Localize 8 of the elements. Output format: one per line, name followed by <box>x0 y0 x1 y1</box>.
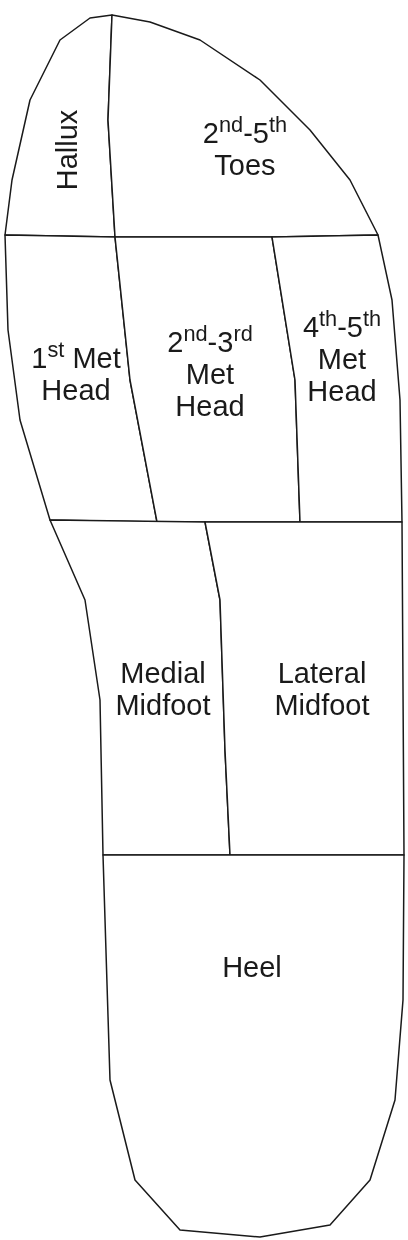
region-label: Medial Midfoot <box>114 658 212 722</box>
region-label: Heel <box>221 952 283 984</box>
region-label: Hallux <box>52 108 84 193</box>
region-label: 2$^{nd}$-5$^{th}$ Toes <box>201 118 289 182</box>
region-label: 4$^{th}$-5$^{th}$ Met Head <box>301 312 383 408</box>
region-label: 1$^{st}$ Met Head <box>30 343 122 407</box>
region-label: Lateral Midfoot <box>273 658 371 722</box>
region-label: 2$^{nd}$-3$^{rd}$ Met Head <box>166 327 254 423</box>
